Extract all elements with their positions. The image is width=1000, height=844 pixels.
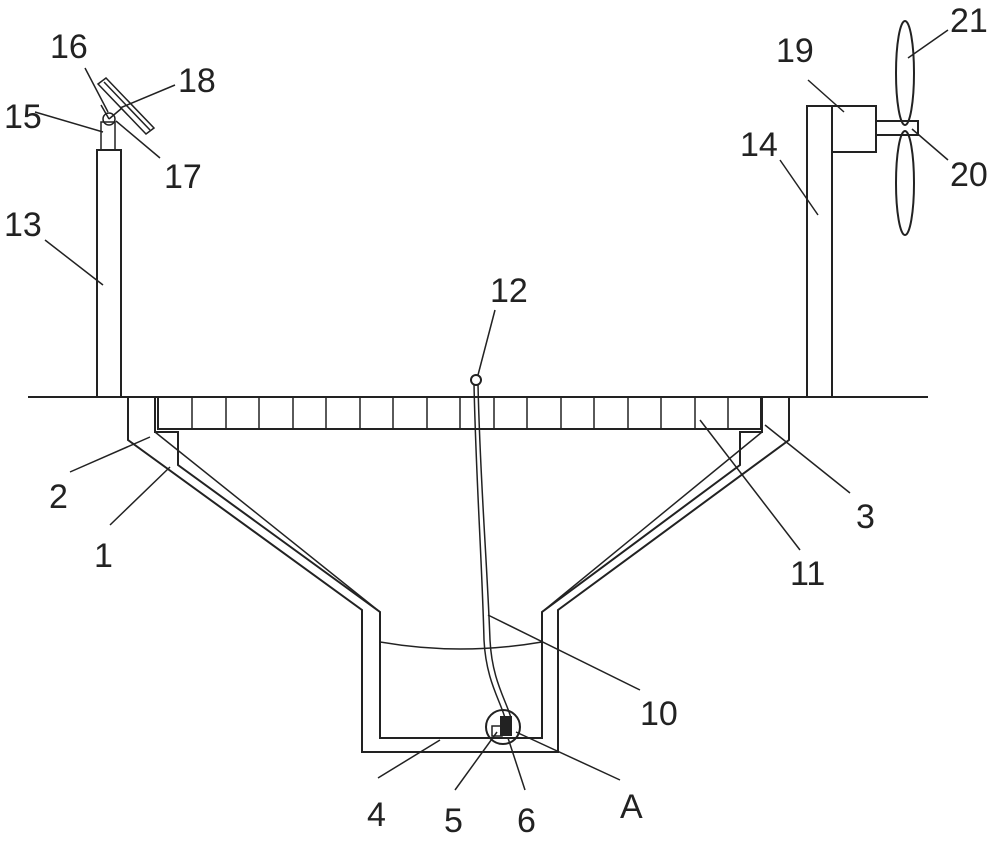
label-14: 14 bbox=[740, 126, 778, 164]
label-6: 6 bbox=[517, 802, 536, 839]
label-12: 12 bbox=[490, 272, 528, 310]
label-21: 21 bbox=[950, 2, 988, 40]
inner-slope-left bbox=[154, 431, 381, 613]
generator-box bbox=[831, 105, 877, 153]
basin-outer-wall bbox=[127, 397, 790, 753]
label-19: 19 bbox=[776, 32, 814, 70]
label-a: A bbox=[620, 788, 643, 826]
pump-base bbox=[491, 725, 503, 737]
label-11: 11 bbox=[790, 555, 825, 593]
basin-inner-wall bbox=[154, 397, 763, 739]
pump-body bbox=[500, 716, 512, 736]
label-20: 20 bbox=[950, 156, 988, 194]
grating bbox=[157, 396, 762, 430]
cable-inner bbox=[477, 383, 512, 719]
cable bbox=[473, 383, 506, 719]
blade-lower bbox=[895, 130, 915, 236]
label-16: 16 bbox=[50, 28, 88, 66]
right-pole bbox=[806, 105, 833, 398]
label-13: 13 bbox=[4, 206, 42, 244]
label-2: 2 bbox=[49, 478, 68, 516]
water-surface bbox=[379, 641, 543, 650]
solar-panel-assembly bbox=[96, 77, 156, 151]
label-17: 17 bbox=[164, 158, 202, 196]
label-4: 4 bbox=[367, 796, 386, 834]
blade-upper bbox=[895, 20, 915, 126]
label-18: 18 bbox=[178, 62, 216, 100]
label-10: 10 bbox=[640, 695, 678, 733]
leader-lines bbox=[34, 29, 949, 791]
label-5: 5 bbox=[444, 802, 463, 839]
inner-slope-right bbox=[541, 431, 763, 613]
label-15: 15 bbox=[4, 98, 42, 136]
label-1: 1 bbox=[94, 537, 113, 575]
left-pole bbox=[96, 149, 122, 398]
label-3: 3 bbox=[856, 498, 875, 536]
float bbox=[470, 374, 482, 386]
detail-circle-a bbox=[485, 709, 521, 745]
shaft bbox=[875, 120, 919, 136]
